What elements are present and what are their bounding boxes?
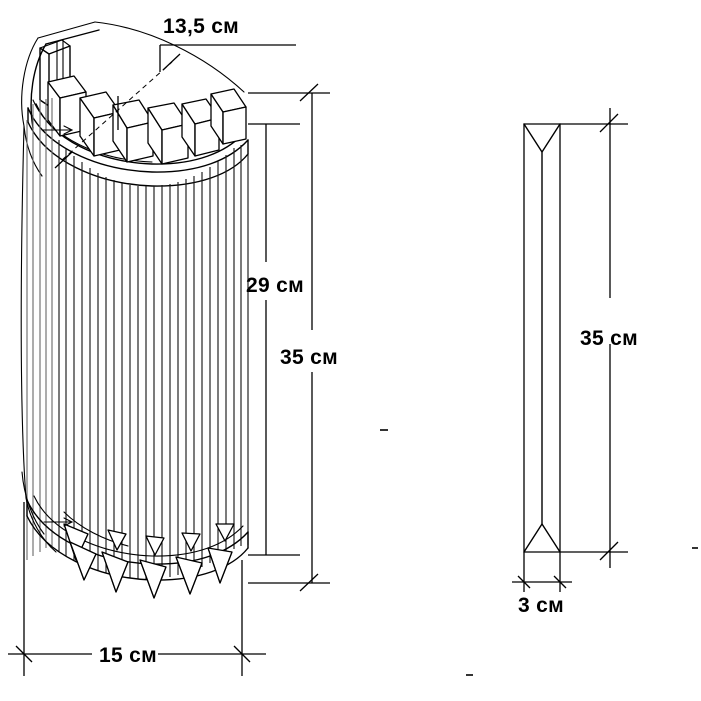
extension-lines-right-view [560, 113, 628, 561]
dimension-top-depth: 13,5 см [54, 15, 296, 169]
dimension-label-bottom-width: 15 см [99, 644, 157, 667]
isometric-assembly-view [20, 21, 249, 599]
dimension-slat-width: 3 см [512, 552, 572, 617]
dimension-label-top-depth: 13,5 см [163, 15, 239, 38]
top-prism-teeth-group [47, 75, 247, 165]
scan-artifact-marks [380, 429, 698, 676]
dimension-inner-height: 29 см [246, 124, 304, 555]
vertical-slats-group [26, 98, 249, 579]
dimension-outer-height: 35 см [280, 93, 338, 583]
dimension-label-inner-height: 29 см [246, 274, 304, 297]
dimension-bottom-width: 15 см [8, 502, 266, 676]
dimension-slat-length: 35 см [580, 108, 638, 568]
dimension-label-slat-length: 35 см [580, 327, 638, 350]
bottom-prism-teeth-group [63, 523, 235, 599]
back-plate-group [21, 21, 245, 177]
dimension-label-outer-height: 35 см [280, 346, 338, 369]
single-slat-view [523, 123, 561, 553]
extension-lines-left-view [248, 83, 330, 592]
dimension-label-slat-width: 3 см [518, 594, 564, 617]
